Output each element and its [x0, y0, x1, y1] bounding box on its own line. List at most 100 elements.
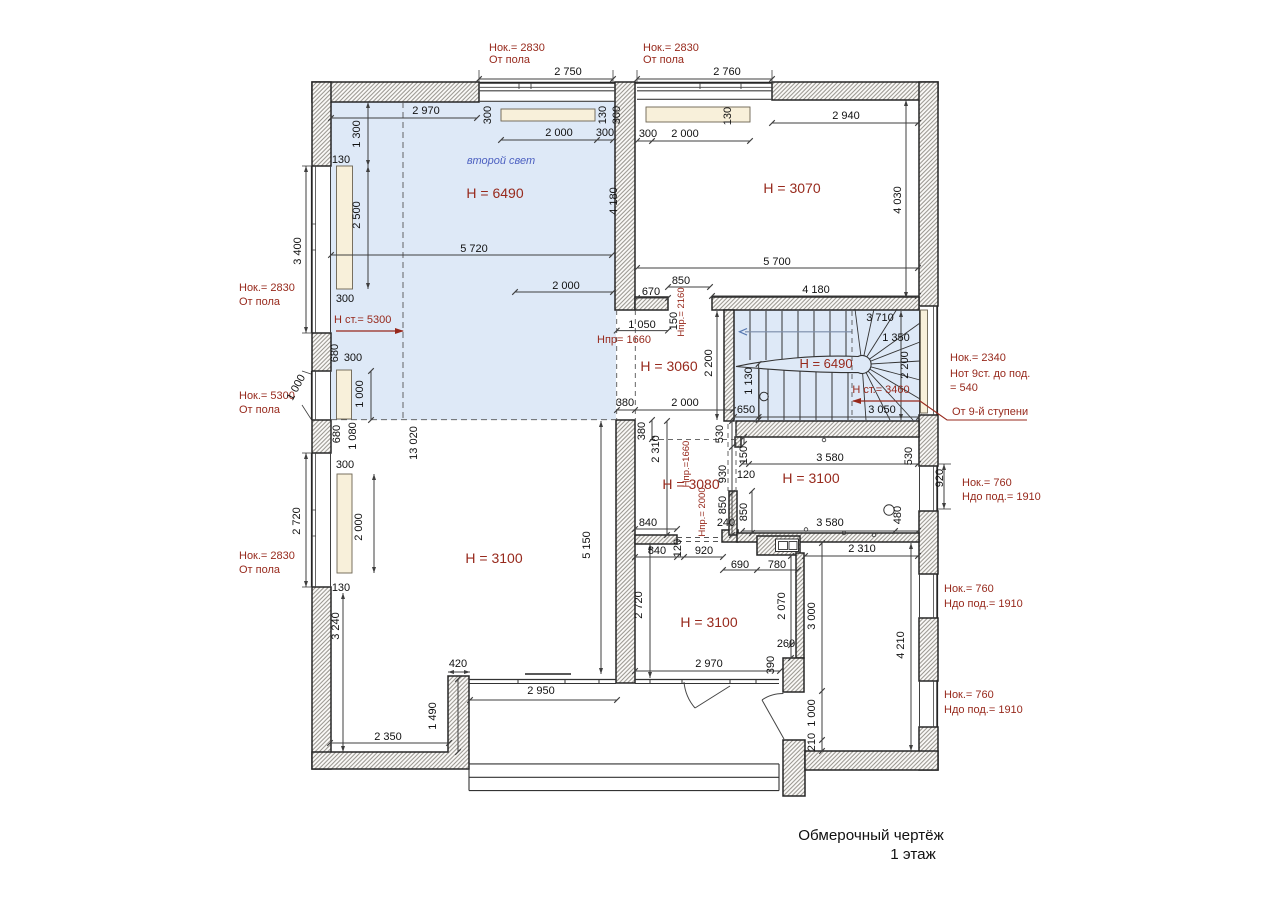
svg-text:530: 530	[714, 425, 726, 443]
svg-text:4 030: 4 030	[892, 186, 904, 214]
svg-text:1 000: 1 000	[354, 380, 366, 408]
svg-text:3 580: 3 580	[816, 452, 844, 464]
svg-text:От пола: От пола	[239, 404, 281, 416]
svg-text:Ндо под.= 1910: Ндо под.= 1910	[944, 704, 1023, 716]
svg-text:3 240: 3 240	[330, 612, 342, 640]
svg-text:H = 3100: H = 3100	[465, 550, 522, 566]
svg-text:2 000: 2 000	[671, 397, 699, 409]
svg-text:3 000: 3 000	[806, 602, 818, 630]
svg-text:380: 380	[616, 397, 634, 409]
svg-text:920: 920	[934, 469, 946, 487]
svg-text:Ндо под.= 1910: Ндо под.= 1910	[944, 598, 1023, 610]
svg-text:Нот 9ст. до под.: Нот 9ст. до под.	[950, 368, 1030, 380]
svg-text:5 150: 5 150	[581, 531, 593, 559]
svg-text:2 500: 2 500	[351, 201, 363, 229]
svg-text:Нпр.= 2000: Нпр.= 2000	[697, 487, 708, 536]
svg-text:2 310: 2 310	[650, 435, 662, 463]
svg-text:2 350: 2 350	[374, 731, 402, 743]
svg-text:130: 130	[722, 107, 734, 125]
svg-text:690: 690	[731, 559, 749, 571]
svg-text:300: 300	[482, 106, 494, 124]
svg-text:Нок.= 760: Нок.= 760	[962, 477, 1012, 489]
svg-text:От пола: От пола	[239, 564, 281, 576]
svg-text:2 070: 2 070	[776, 592, 788, 620]
svg-text:Ндо под.= 1910: Ндо под.= 1910	[962, 491, 1041, 503]
svg-text:От пола: От пола	[489, 54, 531, 66]
svg-text:H ст.= 3460: H ст.= 3460	[852, 384, 909, 396]
svg-text:5 720: 5 720	[460, 243, 488, 255]
svg-text:2 940: 2 940	[832, 110, 860, 122]
svg-text:2 750: 2 750	[554, 66, 582, 78]
svg-text:H ст.= 5300: H ст.= 5300	[334, 314, 391, 326]
svg-text:5 700: 5 700	[763, 256, 791, 268]
svg-text:530: 530	[903, 447, 915, 465]
svg-text:130: 130	[597, 106, 609, 124]
svg-text:2 000: 2 000	[353, 513, 365, 541]
svg-text:H = 6490: H = 6490	[466, 185, 523, 201]
svg-text:300: 300	[596, 127, 614, 139]
svg-text:H = 3080: H = 3080	[662, 476, 719, 492]
svg-text:Нок.= 760: Нок.= 760	[944, 689, 994, 701]
svg-text:480: 480	[892, 506, 904, 524]
svg-text:300: 300	[611, 106, 623, 124]
svg-text:300: 300	[344, 352, 362, 364]
svg-text:H = 3060: H = 3060	[640, 358, 697, 374]
svg-text:420: 420	[449, 658, 467, 670]
svg-text:120: 120	[737, 469, 755, 481]
svg-text:1 080: 1 080	[347, 422, 359, 450]
svg-text:210: 210	[806, 733, 818, 751]
svg-text:650: 650	[737, 404, 755, 416]
svg-text:H = 3070: H = 3070	[763, 180, 820, 196]
svg-text:2 200: 2 200	[899, 351, 911, 379]
svg-text:1 490: 1 490	[427, 702, 439, 730]
svg-text:2 950: 2 950	[527, 685, 555, 697]
svg-text:Нок.= 760: Нок.= 760	[944, 583, 994, 595]
svg-text:850: 850	[738, 503, 750, 521]
svg-text:Нок.= 2830: Нок.= 2830	[239, 550, 295, 562]
svg-text:1 130: 1 130	[743, 367, 755, 395]
svg-text:3 580: 3 580	[816, 517, 844, 529]
svg-text:Нпр= 1660: Нпр= 1660	[597, 334, 651, 346]
svg-text:260: 260	[777, 638, 795, 650]
svg-text:4 210: 4 210	[895, 631, 907, 659]
svg-text:= 540: = 540	[950, 382, 978, 394]
svg-text:1 050: 1 050	[628, 319, 656, 331]
svg-text:3 710: 3 710	[866, 312, 894, 324]
svg-text:2 720: 2 720	[633, 591, 645, 619]
svg-text:920: 920	[695, 545, 713, 557]
svg-text:130: 130	[332, 154, 350, 166]
svg-text:H = 3100: H = 3100	[680, 614, 737, 630]
svg-text:1 350: 1 350	[882, 332, 910, 344]
svg-text:Нок.= 2830: Нок.= 2830	[489, 42, 545, 54]
svg-text:4 180: 4 180	[608, 187, 620, 215]
svg-text:2 760: 2 760	[713, 66, 741, 78]
svg-text:300: 300	[336, 459, 354, 471]
svg-text:Нок.= 2340: Нок.= 2340	[950, 352, 1006, 364]
svg-text:Нок.= 5300: Нок.= 5300	[239, 390, 295, 402]
svg-text:680: 680	[331, 425, 343, 443]
svg-text:930: 930	[717, 465, 729, 483]
svg-text:От пола: От пола	[239, 296, 281, 308]
svg-text:1 300: 1 300	[351, 120, 363, 148]
svg-text:2 970: 2 970	[412, 105, 440, 117]
svg-text:1 этаж: 1 этаж	[890, 846, 936, 863]
svg-text:780: 780	[768, 559, 786, 571]
svg-text:Нок.= 2830: Нок.= 2830	[239, 282, 295, 294]
svg-text:13 020: 13 020	[408, 426, 420, 460]
svg-text:300: 300	[336, 293, 354, 305]
svg-text:1 000: 1 000	[806, 699, 818, 727]
svg-text:240: 240	[717, 517, 735, 529]
svg-text:2 000: 2 000	[552, 280, 580, 292]
svg-text:2 000: 2 000	[545, 127, 573, 139]
svg-text:3 400: 3 400	[292, 237, 304, 265]
svg-text:H = 3100: H = 3100	[782, 470, 839, 486]
svg-text:От 9-й ступени: От 9-й ступени	[952, 406, 1028, 418]
svg-text:2 970: 2 970	[695, 658, 723, 670]
svg-text:4 180: 4 180	[802, 284, 830, 296]
svg-text:670: 670	[642, 286, 660, 298]
svg-text:850: 850	[672, 275, 690, 287]
svg-text:120: 120	[672, 539, 684, 557]
svg-text:Обмерочный чертёж: Обмерочный чертёж	[798, 827, 944, 844]
svg-text:2 720: 2 720	[291, 507, 303, 535]
svg-text:2 200: 2 200	[703, 349, 715, 377]
